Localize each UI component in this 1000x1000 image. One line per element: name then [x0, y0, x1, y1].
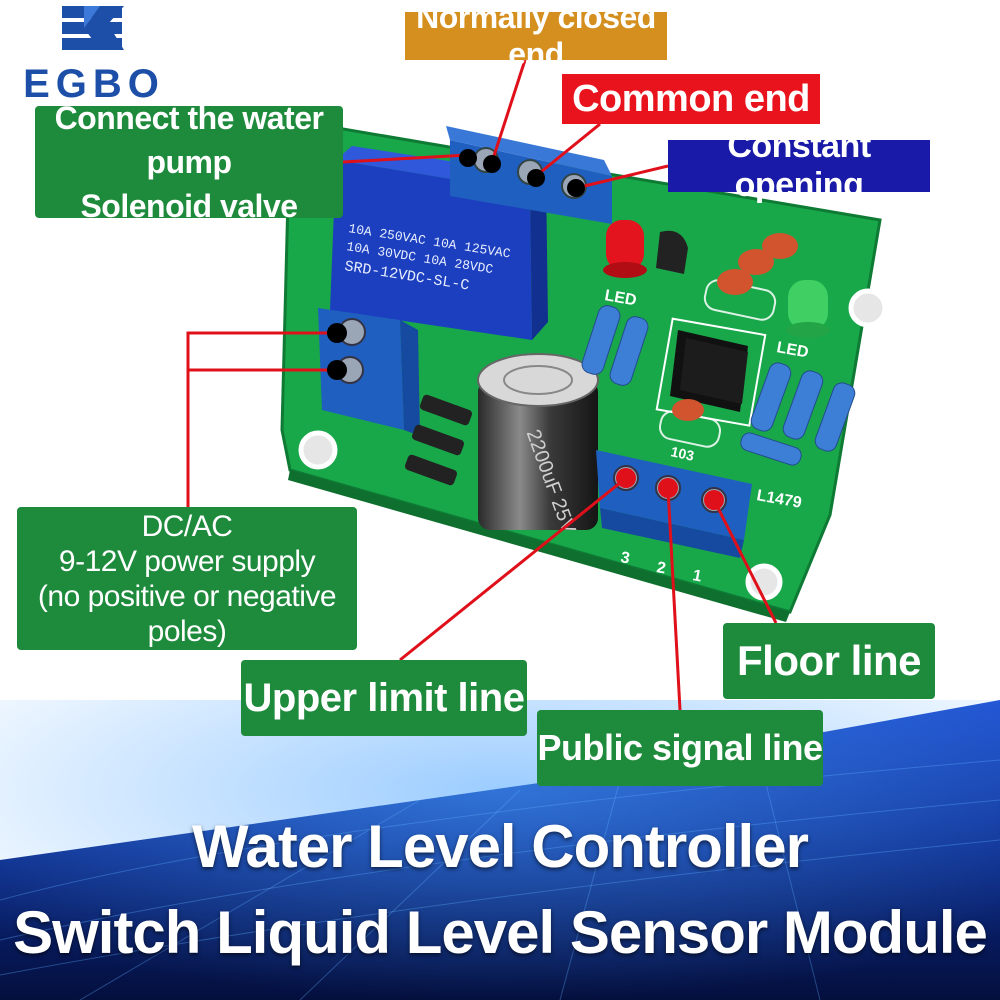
brand-name: EGBO — [23, 62, 165, 106]
transistor — [656, 230, 688, 274]
pointer-normally-closed — [490, 59, 527, 163]
pointer-pump — [342, 153, 469, 164]
led-green — [786, 280, 830, 338]
label-floor-line: Floor line — [723, 623, 935, 699]
relay: 10A 250VAC 10A 125VAC 10A 30VDC 10A 28VD… — [330, 146, 548, 340]
label-pump-line1: Connect the water pump — [54, 100, 324, 180]
silk-led-right: LED — [775, 339, 809, 361]
electrolytic-capacitor: 2200uF 25V — [477, 353, 599, 537]
label-power-supply: DC/AC 9-12V power supply (no positive or… — [17, 507, 357, 650]
brand-logo-mark — [62, 6, 124, 50]
label-normally-closed-end: Normally closed end — [405, 0, 667, 72]
product-title-line2: Switch Liquid Level Sensor Module — [13, 899, 988, 966]
label-public-signal-line: Public signal line — [537, 710, 823, 786]
label-connect-water-pump: Connect the water pump Solenoid valve — [35, 100, 343, 224]
mount-hole-right — [848, 288, 888, 328]
resistors — [581, 305, 856, 466]
label-pump-line2: Solenoid valve — [80, 188, 298, 224]
product-title-line1: Water Level Controller — [192, 813, 809, 880]
label-upper-limit-line: Upper limit line — [241, 660, 527, 736]
ceramic-capacitors — [672, 233, 798, 421]
silk-led-left: LED — [603, 287, 637, 309]
label-power-line3: (no positive or negative poles) — [37, 579, 337, 648]
pointer-floor — [712, 499, 778, 624]
silk-pin-3: 3 — [619, 549, 631, 567]
pointer-public — [666, 487, 682, 711]
pointer-constant — [575, 164, 669, 190]
pointer-common — [535, 122, 601, 178]
terminal-markers — [327, 149, 585, 380]
silk-pin-1: 1 — [691, 567, 703, 585]
mount-hole-bottom — [745, 563, 783, 601]
mount-hole-left — [298, 430, 338, 470]
ic-chip — [655, 317, 767, 427]
diodes — [404, 394, 473, 486]
pointer-lines — [186, 59, 778, 711]
label-power-line2: 9-12V power supply — [58, 544, 316, 578]
label-constant-opening: Constant opening — [668, 127, 930, 204]
label-common-end: Common end — [562, 74, 820, 124]
probe-markers — [616, 468, 724, 510]
pointer-power — [186, 331, 335, 507]
silk-pin-2: 2 — [655, 559, 667, 577]
silk-cap-103: 103 — [669, 443, 695, 464]
led-red — [603, 220, 647, 278]
label-power-line1: DC/AC — [141, 509, 233, 543]
pointer-upper — [399, 476, 627, 662]
